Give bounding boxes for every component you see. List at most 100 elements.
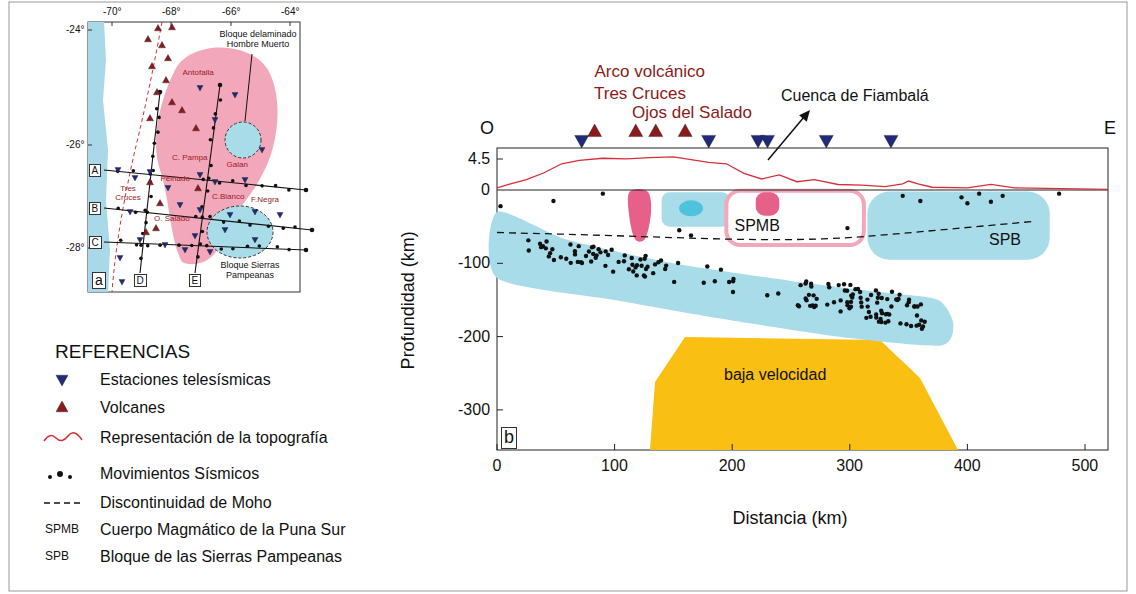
tick <box>112 22 113 26</box>
station-symbol <box>232 93 238 98</box>
region-label: Bloque Sierras Pampeanas <box>215 261 285 281</box>
earthquake <box>564 257 568 261</box>
profile-line <box>104 242 306 250</box>
seismic-event <box>231 179 235 183</box>
seismic-event <box>274 184 278 188</box>
earthquake <box>664 263 668 267</box>
tick <box>967 444 968 450</box>
volcano-name: C. Pampa <box>172 153 208 162</box>
topography <box>497 157 1107 189</box>
axis-tick: 200 <box>719 457 746 475</box>
axis-title: Profundidad (km) <box>398 231 419 369</box>
profile-end <box>218 83 223 88</box>
axis-title: Distancia (km) <box>733 508 848 529</box>
profile-letter: A <box>89 164 102 177</box>
axis-tick: 400 <box>954 457 981 475</box>
ocean <box>88 22 110 292</box>
legend-text: Movimientos Sísmicos <box>100 465 259 483</box>
node-text: B <box>92 203 99 214</box>
volcano-symbol <box>629 124 643 137</box>
section-panel <box>489 110 1108 450</box>
axis-tick: -100 <box>458 254 490 272</box>
low-velocity-zone: baja velocidad <box>724 366 826 384</box>
earthquake <box>897 292 901 296</box>
volcano-symbol <box>145 36 152 42</box>
seismic-event <box>208 215 212 219</box>
earthquake <box>672 280 676 284</box>
crust-anomaly-core <box>679 200 703 216</box>
station-symbol <box>277 213 283 218</box>
station-symbol <box>147 170 153 175</box>
profile-letter: D <box>134 274 147 287</box>
station-symbol <box>192 234 198 239</box>
legend-text: Estaciones telesísmicas <box>100 371 271 389</box>
seismic-event <box>132 169 136 173</box>
profile-end <box>304 188 309 193</box>
axis-tick: -26° <box>66 139 84 151</box>
panel-letter: a <box>92 272 106 289</box>
volcano-symbol <box>149 63 156 69</box>
tick <box>88 145 92 146</box>
earthquake <box>876 296 880 300</box>
station-symbol <box>182 248 188 253</box>
earthquake <box>845 303 849 307</box>
earthquake <box>638 257 642 261</box>
volcano-name: C.Blanco <box>212 192 244 201</box>
earthquake <box>915 313 919 317</box>
legend-moho <box>44 502 82 504</box>
axis-tick: 0 <box>493 457 502 475</box>
earthquake <box>832 300 836 304</box>
profile-letter: C <box>89 236 102 249</box>
earthquake <box>731 279 735 283</box>
earthquake <box>885 297 889 301</box>
node-text: b <box>504 428 514 448</box>
volcano-symbol <box>195 185 202 191</box>
tick <box>614 444 615 450</box>
earthquake <box>584 254 588 258</box>
profile-line <box>104 208 312 230</box>
node-text: A <box>92 165 99 176</box>
earthquake <box>598 250 602 254</box>
volcano-name: Galan <box>227 160 248 169</box>
legend-text: Discontinuidad de Moho <box>100 494 272 512</box>
seismic-event <box>200 215 204 219</box>
volcano-symbol <box>179 107 186 113</box>
earthquake <box>859 304 863 308</box>
earthquake <box>901 194 905 198</box>
earthquake <box>589 259 593 263</box>
earthquake <box>874 312 878 316</box>
seismic-event <box>196 255 200 259</box>
earthquake <box>803 281 807 285</box>
earthquake <box>825 302 829 306</box>
earthquake <box>1000 194 1004 198</box>
volcano-name: F.Negra <box>251 195 279 204</box>
seismic-event <box>287 188 291 192</box>
earthquake <box>643 274 647 278</box>
earthquake <box>813 304 817 308</box>
earthquake <box>538 242 542 246</box>
earthquake <box>807 293 811 297</box>
legend-text: Bloque de las Sierras Pampeanas <box>100 548 342 566</box>
legend-text: Cuerpo Magmático de la Puna Sur <box>100 521 345 539</box>
earthquake <box>889 304 893 308</box>
station-symbol <box>819 135 833 148</box>
earthquake <box>547 254 551 258</box>
volcano-name: Tres Cruces <box>115 185 141 203</box>
earthquake <box>808 304 812 308</box>
earthquake <box>874 288 878 292</box>
earthquake <box>631 269 635 273</box>
station-symbol <box>259 148 265 153</box>
seismic-event <box>219 98 223 102</box>
earthquake <box>796 303 800 307</box>
profile-end <box>304 248 309 253</box>
earthquake <box>587 249 591 253</box>
earthquake <box>913 304 917 308</box>
spb-block <box>867 191 1049 259</box>
earthquake <box>550 247 554 251</box>
earthquake <box>552 258 556 262</box>
legend-event <box>68 475 72 479</box>
seismic-event <box>260 184 264 188</box>
earthquake <box>609 248 613 252</box>
station-symbol <box>252 210 258 215</box>
earthquake <box>867 310 871 314</box>
